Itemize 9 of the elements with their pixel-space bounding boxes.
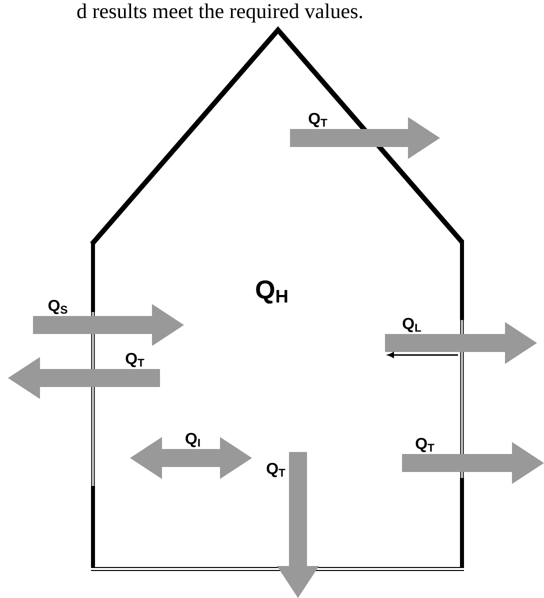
- heat-flow-label: Q$_{I}$: [186, 432, 200, 448]
- caption-text: d results meet the required values.: [77, 4, 362, 23]
- heat-flow-label: Q$_{S}$: [48, 300, 68, 314]
- heat-flow-label: Q$_{T}$: [266, 462, 286, 478]
- heat-flow-label: Q$_{T}$: [308, 112, 328, 128]
- heat-flow-label: Q$_{T}$: [126, 352, 144, 368]
- heat-flow-label: Q$_{H}$: [256, 280, 288, 304]
- heat-flow-label: Q$_{T}$: [416, 438, 434, 452]
- heat-flow-label: Q$_{L}$: [402, 318, 422, 332]
